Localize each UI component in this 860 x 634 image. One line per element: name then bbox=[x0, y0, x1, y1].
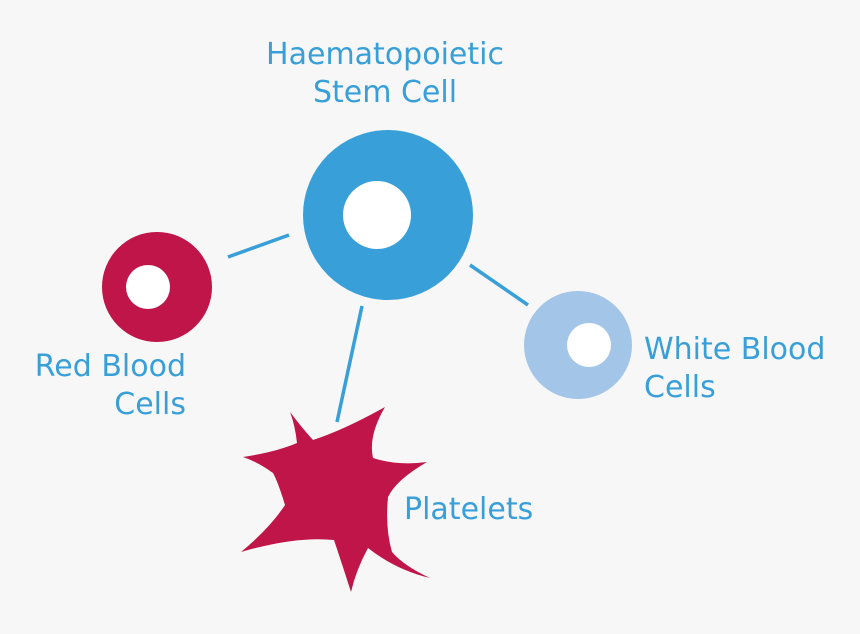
white-blood-cells-label: White Blood Cells bbox=[644, 331, 854, 407]
stem-cell-label-line2: Stem Cell bbox=[312, 75, 458, 110]
red-blood-cell-icon bbox=[102, 232, 212, 342]
red-blood-cells-label-line2: Cells bbox=[114, 387, 186, 422]
white-blood-cells-label-line2: Cells bbox=[644, 370, 716, 405]
stem-cell-label: Haematopoietic Stem Cell bbox=[225, 36, 545, 112]
stem-cell-label-line1: Haematopoietic bbox=[266, 37, 504, 72]
connector-stem-to-white bbox=[469, 263, 529, 307]
red-blood-cells-label-line1: Red Blood bbox=[34, 349, 186, 384]
white-blood-cells-label-line1: White Blood bbox=[644, 332, 826, 367]
stem-cell-icon bbox=[303, 130, 473, 300]
connector-stem-to-red bbox=[227, 233, 290, 259]
platelets-label-text: Platelets bbox=[404, 492, 534, 527]
platelet-icon bbox=[241, 407, 430, 592]
platelets-label: Platelets bbox=[404, 491, 604, 529]
red-blood-cells-label: Red Blood Cells bbox=[0, 348, 186, 424]
white-blood-cell-icon bbox=[524, 291, 632, 399]
connector-stem-to-platelets bbox=[335, 305, 364, 423]
